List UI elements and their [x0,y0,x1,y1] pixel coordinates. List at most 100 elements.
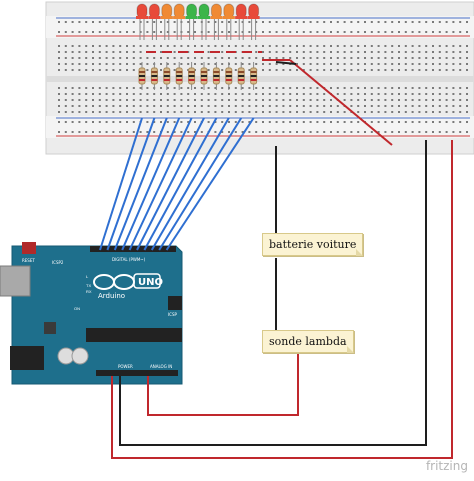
breadboard-hole [350,51,353,53]
breadboard-hole [85,31,88,33]
breadboard-hole [262,69,264,71]
breadboard-hole [425,131,428,133]
breadboard-hole [445,63,448,65]
breadboard-hole [452,45,455,47]
breadboard-hole [309,121,312,123]
breadboard-hole [126,93,128,95]
breadboard-hole [194,21,196,23]
breadboard-hole [248,69,251,71]
breadboard-hole [119,105,122,107]
led-green [185,3,198,40]
breadboard-hole [370,111,373,113]
breadboard-hole [58,31,60,33]
breadboard-hole [58,51,60,53]
breadboard-hole [234,99,237,101]
breadboard-hole [139,93,142,95]
breadboard-hole [173,99,176,101]
breadboard-hole [404,31,407,33]
breadboard-hole [194,111,196,113]
wire-black-gnd [119,140,427,446]
breadboard-hole [364,51,366,53]
breadboard-hole [425,31,428,33]
breadboard-hole [282,31,285,33]
breadboard-hole [92,131,94,133]
breadboard-hole [85,87,88,89]
breadboard-hole [289,57,292,59]
signal-wire [136,117,205,251]
breadboard-hole [173,21,176,23]
breadboard-hole [445,57,448,59]
breadboard-hole [316,63,319,65]
breadboard-hole [438,93,441,95]
breadboard-hole [296,105,298,107]
breadboard-hole [153,93,156,95]
breadboard-hole [350,121,353,123]
breadboard-hole [350,63,353,65]
breadboard-hole [370,57,373,59]
breadboard-hole [384,69,387,71]
breadboard-hole [234,57,237,59]
breadboard-hole [78,57,81,59]
breadboard-hole [71,51,74,53]
signal-wire [128,117,193,251]
breadboard-hole [357,57,360,59]
breadboard-hole [330,63,332,65]
signal-wire [106,117,156,251]
breadboard-hole [418,45,421,47]
breadboard-hole [316,131,319,133]
breadboard-hole [404,99,407,101]
breadboard-hole [452,121,455,123]
breadboard-hole [275,121,278,123]
breadboard-hole [139,21,142,23]
breadboard-hole [268,69,271,71]
breadboard-hole [370,63,373,65]
breadboard-hole [92,57,94,59]
breadboard-hole [180,99,183,101]
breadboard-hole [364,31,366,33]
breadboard-hole [323,105,326,107]
breadboard-hole [398,99,400,101]
breadboard-hole [248,45,251,47]
breadboard-hole [330,57,332,59]
breadboard-hole [85,111,88,113]
breadboard-hole [234,131,237,133]
breadboard-hole [336,131,339,133]
breadboard-hole [370,93,373,95]
breadboard-hole [459,105,462,107]
breadboard-hole [180,131,183,133]
breadboard-hole [330,45,332,47]
breadboard-hole [166,93,169,95]
breadboard-hole [350,31,353,33]
breadboard-jumpers [146,51,393,146]
breadboard-hole [160,63,162,65]
resistor [163,62,171,90]
breadboard-hole [289,121,292,123]
icsp-label: ICSP [168,312,178,317]
breadboard-hole [112,69,115,71]
breadboard-hole [98,121,101,123]
breadboard-hole [282,21,285,23]
breadboard-hole [432,131,434,133]
breadboard-hole [71,63,74,65]
breadboard-hole [432,51,434,53]
breadboard-hole [438,111,441,113]
breadboard-hole [268,131,271,133]
breadboard-hole [411,87,414,89]
breadboard-hole [255,51,258,53]
breadboard-hole [160,69,162,71]
breadboard-hole [336,121,339,123]
breadboard-hole [105,87,108,89]
breadboard-hole [71,121,74,123]
breadboard-hole [92,31,94,33]
breadboard-hole [146,105,149,107]
breadboard-hole [262,87,264,89]
breadboard-hole [64,69,67,71]
breadboard-hole [357,111,360,113]
led-array [136,3,260,40]
breadboard-hole [445,121,448,123]
breadboard-hole [153,121,156,123]
breadboard-hole [364,57,366,59]
breadboard-hole [187,45,190,47]
breadboard-hole [377,99,380,101]
resistor-array [138,62,258,90]
